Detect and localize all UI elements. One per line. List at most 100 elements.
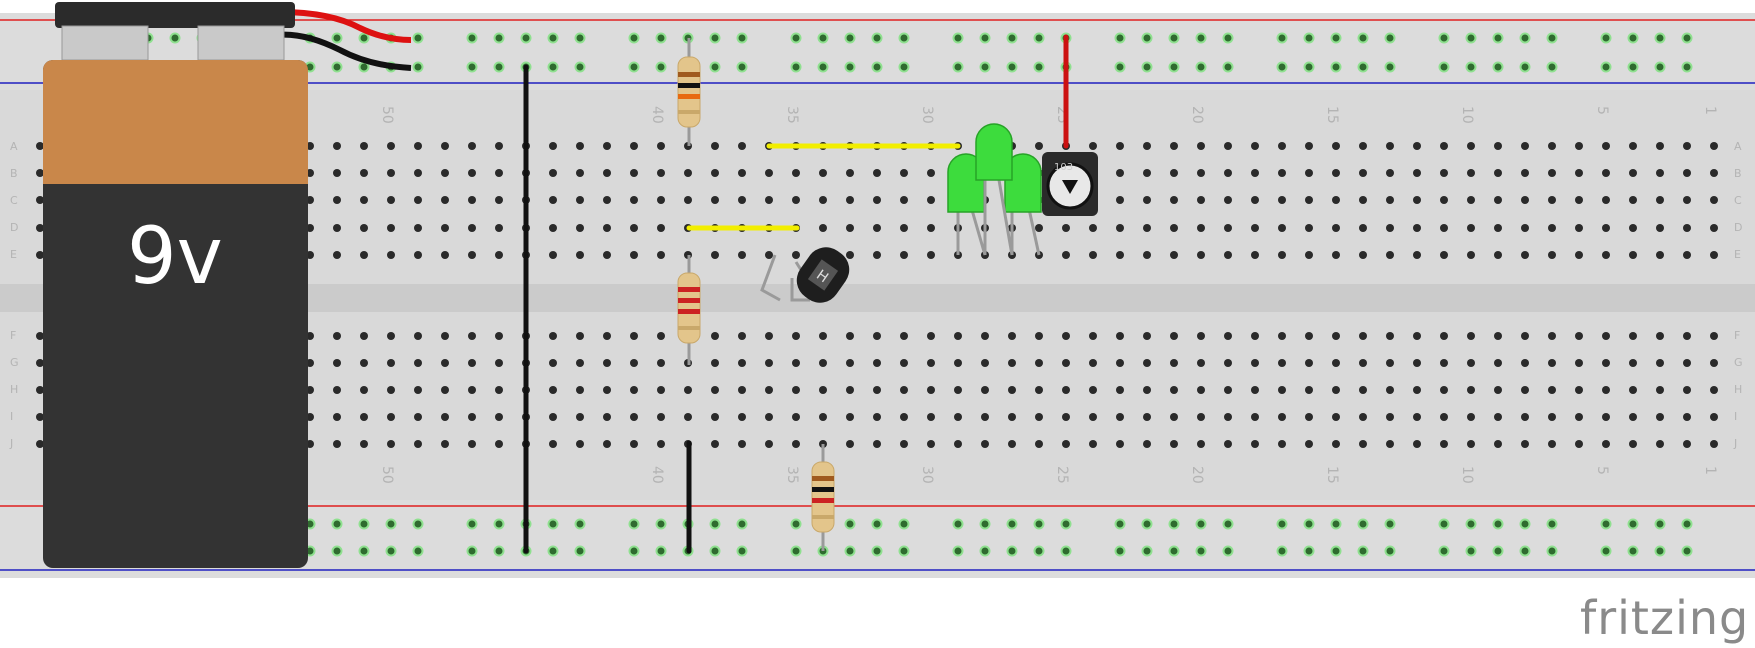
rail-hole — [331, 32, 343, 44]
breadboard-hole — [495, 196, 503, 204]
rail-hole — [358, 545, 370, 557]
breadboard-hole — [873, 359, 881, 367]
rail-hole — [871, 61, 883, 73]
breadboard-hole — [360, 251, 368, 259]
breadboard-hole — [1116, 224, 1124, 232]
resistor-middle[interactable] — [677, 255, 701, 365]
breadboard-hole — [1305, 196, 1313, 204]
breadboard-hole — [657, 359, 665, 367]
breadboard-hole — [414, 386, 422, 394]
breadboard-hole — [981, 332, 989, 340]
breadboard-hole — [657, 386, 665, 394]
breadboard-hole — [711, 196, 719, 204]
breadboard-hole — [549, 359, 557, 367]
breadboard-hole — [684, 413, 692, 421]
row-label: A — [10, 140, 18, 153]
breadboard-hole — [1548, 386, 1556, 394]
rail-hole — [736, 518, 748, 530]
rail-hole — [817, 61, 829, 73]
breadboard-hole — [1710, 142, 1718, 150]
rail-hole — [547, 61, 559, 73]
breadboard-hole — [495, 359, 503, 367]
breadboard-hole — [657, 413, 665, 421]
breadboard-hole — [1602, 196, 1610, 204]
rail-hole — [628, 518, 640, 530]
breadboard-hole — [954, 332, 962, 340]
rail-hole — [655, 545, 667, 557]
breadboard-hole — [1602, 359, 1610, 367]
rail-hole — [1168, 545, 1180, 557]
breadboard-hole — [1035, 413, 1043, 421]
breadboard-hole — [630, 413, 638, 421]
breadboard-hole — [1683, 332, 1691, 340]
breadboard-hole — [468, 196, 476, 204]
breadboard-hole — [873, 332, 881, 340]
breadboard-hole — [1089, 332, 1097, 340]
breadboard-hole — [1224, 196, 1232, 204]
breadboard-hole — [1548, 142, 1556, 150]
rail-hole — [1600, 32, 1612, 44]
breadboard-hole — [954, 413, 962, 421]
breadboard-hole — [657, 251, 665, 259]
breadboard-hole — [333, 224, 341, 232]
breadboard-hole — [576, 224, 584, 232]
rail-hole — [790, 32, 802, 44]
breadboard-hole — [414, 142, 422, 150]
breadboard-hole — [1386, 332, 1394, 340]
breadboard-hole — [657, 440, 665, 448]
breadboard-hole — [1197, 142, 1205, 150]
breadboard-hole — [738, 359, 746, 367]
column-label: 50 — [379, 106, 395, 124]
breadboard-hole — [765, 359, 773, 367]
led-1[interactable] — [947, 153, 987, 256]
svg-text:103: 103 — [1054, 162, 1073, 173]
rail-hole — [1141, 32, 1153, 44]
potentiometer[interactable]: 103 — [1042, 152, 1098, 216]
breadboard-hole — [387, 196, 395, 204]
breadboard-hole — [1386, 386, 1394, 394]
breadboard-hole — [738, 440, 746, 448]
breadboard-hole — [1629, 440, 1637, 448]
breadboard-hole — [1710, 196, 1718, 204]
led-3[interactable] — [975, 123, 1014, 256]
resistor-bottom[interactable] — [811, 444, 835, 551]
rail-hole — [1681, 32, 1693, 44]
breadboard-hole — [495, 440, 503, 448]
rail-hole — [709, 32, 721, 44]
breadboard-hole — [792, 169, 800, 177]
breadboard-hole — [1575, 413, 1583, 421]
breadboard-hole — [1521, 224, 1529, 232]
breadboard-hole — [1170, 224, 1178, 232]
breadboard-hole — [1683, 251, 1691, 259]
breadboard-hole — [873, 386, 881, 394]
breadboard-hole — [1683, 196, 1691, 204]
breadboard-hole — [1143, 413, 1151, 421]
rail-hole — [1600, 545, 1612, 557]
breadboard-hole — [387, 224, 395, 232]
breadboard-hole — [441, 359, 449, 367]
breadboard-hole — [711, 386, 719, 394]
breadboard-hole — [468, 359, 476, 367]
breadboard-hole — [873, 169, 881, 177]
rail-hole — [1492, 61, 1504, 73]
breadboard-hole — [1602, 169, 1610, 177]
breadboard-hole — [1251, 413, 1259, 421]
breadboard-hole — [576, 359, 584, 367]
resistor-top[interactable] — [677, 38, 701, 146]
breadboard-hole — [1170, 440, 1178, 448]
breadboard-hole — [1575, 332, 1583, 340]
breadboard-hole — [1575, 224, 1583, 232]
rail-hole — [1330, 545, 1342, 557]
rail-hole — [1627, 545, 1639, 557]
rail-hole — [466, 518, 478, 530]
breadboard-hole — [36, 224, 44, 232]
breadboard-hole — [333, 332, 341, 340]
rail-hole — [1519, 518, 1531, 530]
transistor[interactable]: H — [760, 239, 857, 310]
breadboard-hole — [36, 440, 44, 448]
battery[interactable]: 9v — [43, 2, 412, 568]
breadboard-hole — [1278, 224, 1286, 232]
rail-hole — [1384, 518, 1396, 530]
breadboard-hole — [36, 196, 44, 204]
breadboard-hole — [1359, 196, 1367, 204]
